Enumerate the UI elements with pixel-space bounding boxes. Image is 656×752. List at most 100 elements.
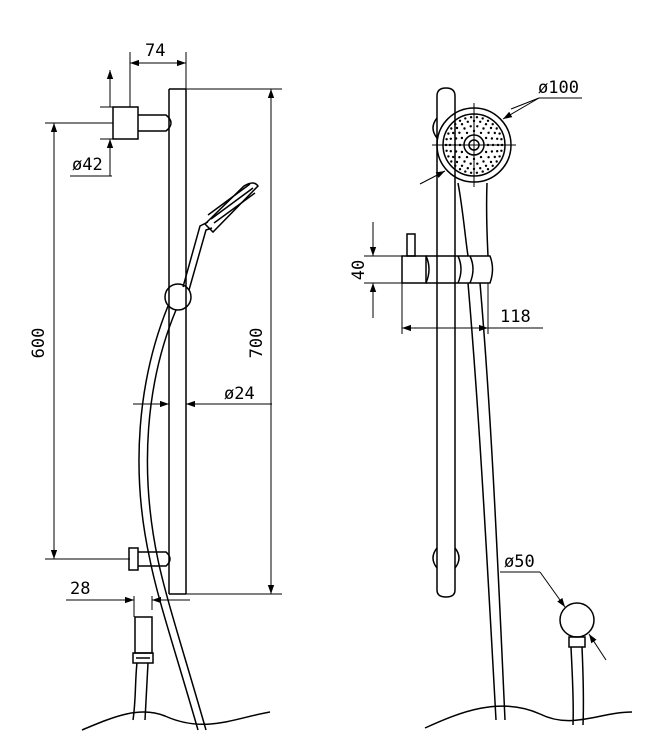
nozzle-dot <box>479 167 482 170</box>
shower-hose <box>138 305 207 731</box>
side-view: ø100 40 118 ø50 <box>349 78 633 729</box>
dim-40: 40 <box>349 222 402 318</box>
nozzle-dot <box>458 131 461 134</box>
nozzle-dot <box>490 137 494 140</box>
nozzle-dot <box>475 171 479 174</box>
dim-118: 118 <box>401 283 543 334</box>
nozzle-dot <box>487 131 490 134</box>
nozzle-dot <box>447 132 450 135</box>
nozzle-dot <box>476 125 479 128</box>
nozzle-dot <box>486 168 490 171</box>
nozzle-dot <box>498 155 501 158</box>
nozzle-dot <box>454 150 458 153</box>
nozzle-dot <box>491 164 494 167</box>
dim-flange-diameter: ø42 <box>70 70 114 177</box>
nozzle-dot <box>469 125 472 128</box>
nozzle-dot <box>496 137 499 140</box>
dim-rail-diameter: ø24 <box>133 384 272 408</box>
nozzle-dot <box>469 171 473 174</box>
dim-head-label: ø100 <box>538 78 579 98</box>
shower-head-face <box>432 103 516 187</box>
nozzle-dot <box>458 156 461 159</box>
nozzle-dot <box>455 160 459 164</box>
nozzle-dot <box>491 123 494 126</box>
nozzle-dot <box>481 117 484 120</box>
slide-rail-side <box>432 87 460 598</box>
dim-outlet-diameter: ø50 <box>500 552 607 661</box>
dim-118-label: 118 <box>500 307 531 327</box>
nozzle-dot <box>460 150 464 154</box>
nozzle-dot <box>454 164 457 167</box>
nozzle-dot <box>484 150 488 154</box>
dim-74-label: 74 <box>145 41 165 61</box>
nozzle-dot <box>476 162 479 165</box>
nozzle-dot <box>450 127 453 130</box>
floor-line <box>81 711 271 731</box>
slider-knob <box>164 283 192 311</box>
nozzle-dot <box>484 136 488 140</box>
nozzle-dot <box>466 120 469 124</box>
nozzle-dot <box>486 119 490 123</box>
nozzle-dot <box>495 127 498 130</box>
nozzle-dot <box>496 150 499 153</box>
nozzle-dot <box>466 167 469 170</box>
nozzle-dot <box>463 160 466 163</box>
nozzle-dot <box>460 136 464 140</box>
nozzle-dot <box>454 123 457 126</box>
nozzle-dot <box>500 138 503 141</box>
dim-28: 28 <box>66 579 190 617</box>
nozzle-dot <box>464 170 467 173</box>
wall-outlet-side <box>559 602 595 726</box>
nozzle-dot <box>484 164 488 167</box>
nozzle-dot <box>495 160 498 163</box>
nozzle-dot <box>460 123 464 126</box>
nozzle-dot <box>454 137 458 140</box>
dim-outlet-label: ø50 <box>504 552 535 572</box>
wall-outlet <box>132 616 154 721</box>
dim-head-diameter: ø100 <box>419 78 582 185</box>
hand-shower-side <box>182 182 259 291</box>
nozzle-dot <box>458 168 462 171</box>
nozzle-dot <box>479 120 482 124</box>
nozzle-dot <box>479 131 483 135</box>
nozzle-dot <box>452 131 455 135</box>
dim-700: 700 <box>186 88 282 595</box>
nozzle-dot <box>489 126 493 130</box>
nozzle-dot <box>484 123 488 126</box>
nozzle-dot <box>450 160 453 163</box>
nozzle-dot <box>489 160 493 164</box>
nozzle-dot <box>449 150 452 153</box>
nozzle-dot <box>465 155 469 159</box>
nozzle-dot <box>493 155 496 159</box>
dim-28-label: 28 <box>70 579 90 599</box>
dim-flange-label: ø42 <box>72 155 103 175</box>
nozzle-dot <box>447 155 450 158</box>
dim-600: 600 <box>29 122 130 560</box>
nozzle-dot <box>482 160 485 163</box>
nozzle-dot <box>464 117 467 120</box>
nozzle-dot <box>482 127 485 130</box>
nozzle-dot <box>463 127 466 130</box>
slider-clamp <box>401 233 494 284</box>
nozzle-dot <box>498 132 501 135</box>
nozzle-dot <box>490 150 494 153</box>
nozzle-dot <box>469 162 472 165</box>
nozzle-dot <box>458 119 462 123</box>
nozzle-dot <box>449 137 452 140</box>
nozzle-dot <box>479 155 483 159</box>
nozzle-pattern <box>444 116 504 174</box>
dim-40-label: 40 <box>349 260 369 280</box>
nozzle-dot <box>455 126 459 130</box>
nozzle-dot <box>445 138 448 141</box>
nozzle-dot <box>465 131 469 135</box>
nozzle-dot <box>469 116 473 119</box>
dim-74: 74 <box>129 41 187 107</box>
nozzle-dot <box>500 149 503 152</box>
nozzle-dot <box>493 131 496 135</box>
floor-line-side <box>424 705 633 729</box>
hand-shower-handle <box>457 182 506 721</box>
front-view: 74 ø42 600 700 <box>29 41 282 731</box>
top-wall-bracket <box>112 106 172 140</box>
nozzle-dot <box>475 116 479 119</box>
dim-rail-label: ø24 <box>224 384 255 404</box>
